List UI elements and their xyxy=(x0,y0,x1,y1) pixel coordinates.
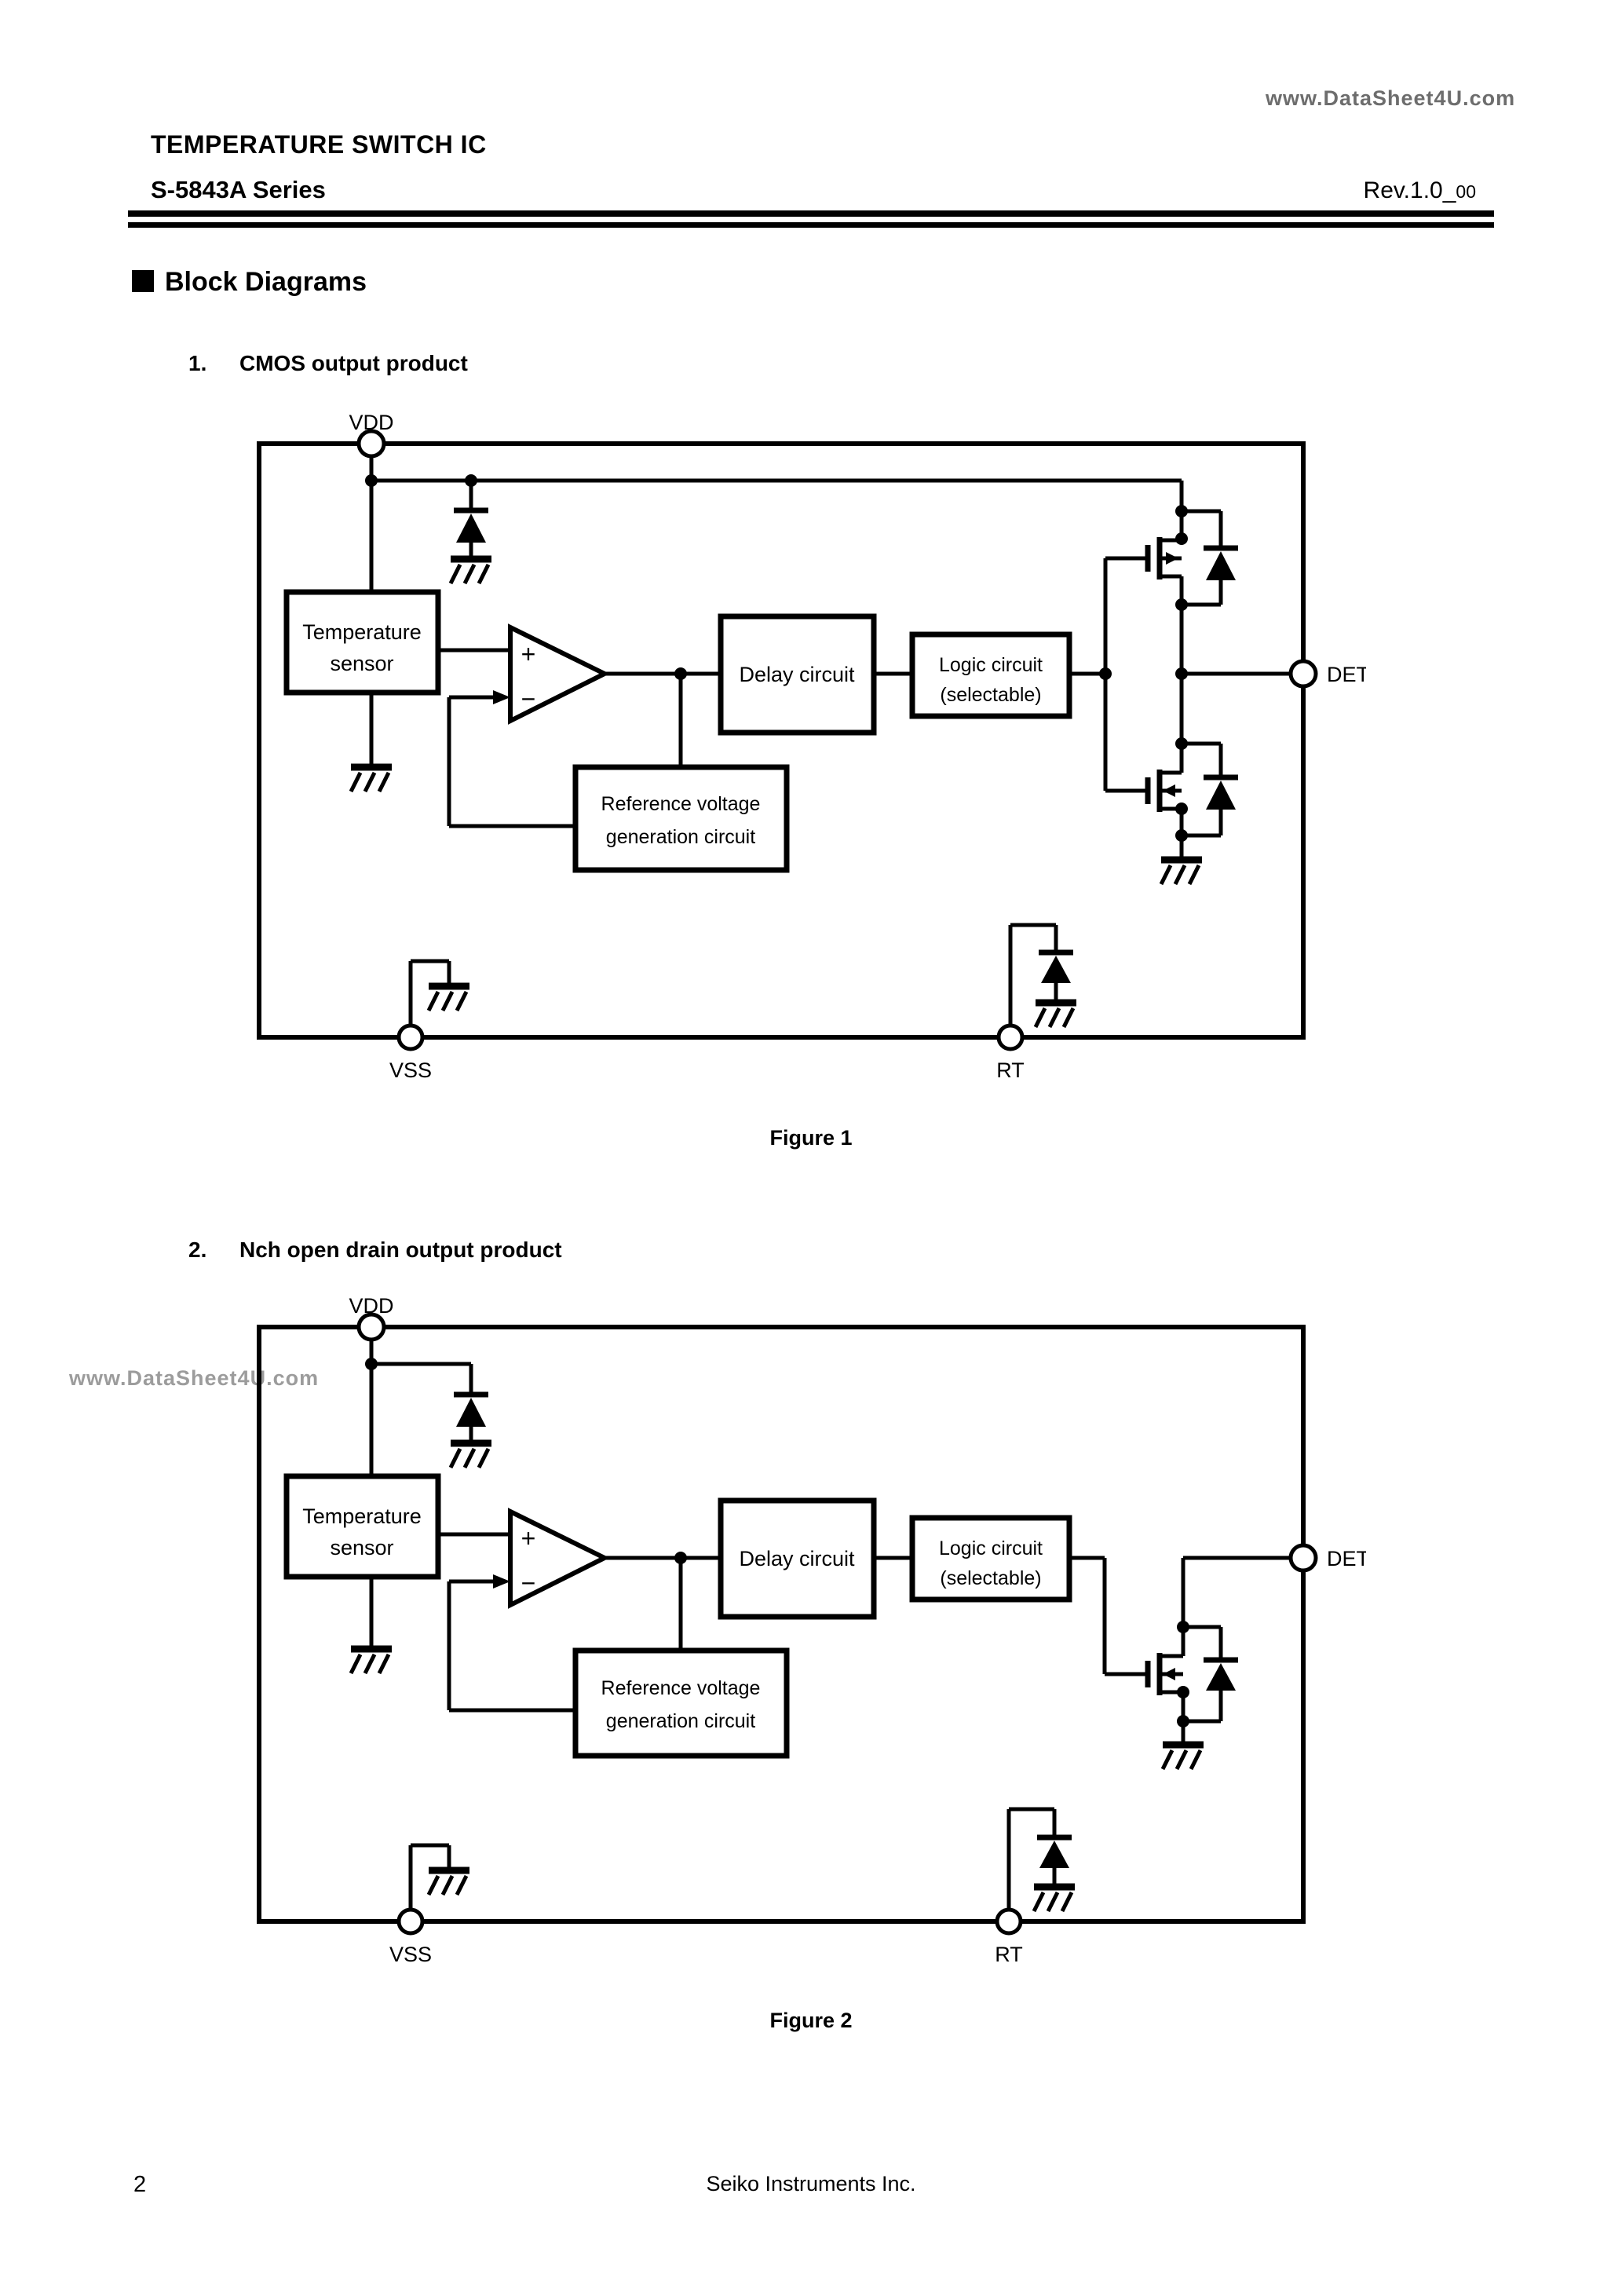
delay-circuit-box: Delay circuit xyxy=(718,613,877,736)
rt-protection-diode xyxy=(1008,923,1076,1029)
pmos-arrow-icon xyxy=(1166,552,1178,565)
comparator-minus-sign: − xyxy=(521,1569,536,1597)
revision-label: Rev.1.0_00 xyxy=(1364,177,1476,204)
junction-dots xyxy=(365,474,1188,842)
comparator: + − xyxy=(493,1508,610,1609)
header-rule-bottom xyxy=(128,222,1494,228)
block-diagrams-heading-text: Block Diagrams xyxy=(165,267,367,297)
vdd-pin: VDD xyxy=(349,411,394,459)
minus-input-arrow-icon xyxy=(493,1574,510,1589)
pmos-transistor xyxy=(1145,537,1182,579)
ground-symbol xyxy=(349,763,392,793)
vdd-pin-label: VDD xyxy=(349,411,393,434)
block-diagrams-heading: Block Diagrams xyxy=(132,267,367,298)
temperature-sensor-label-2: sensor xyxy=(330,652,393,675)
det-pin: DET xyxy=(1288,1543,1366,1573)
det-pin: DET xyxy=(1288,659,1366,689)
header-rule-top xyxy=(128,210,1494,217)
rt-pin-label: RT xyxy=(996,1058,1025,1082)
reference-voltage-box: Reference voltage generation circuit xyxy=(572,764,790,873)
nmos-transistor xyxy=(1145,770,1184,860)
vss-pin: VSS xyxy=(389,1023,432,1082)
nmos-body-diode xyxy=(1182,741,1238,838)
temperature-sensor-label-1: Temperature xyxy=(302,620,422,644)
ground-symbol xyxy=(349,1645,392,1675)
pmos-body-diode xyxy=(1182,509,1238,607)
nmos-arrow-icon xyxy=(1163,1668,1175,1680)
ground-symbol xyxy=(448,1439,491,1469)
vdd-pin-label: VDD xyxy=(349,1294,393,1318)
page-number: 2 xyxy=(133,2172,147,2197)
nmos-body-diode xyxy=(1183,1625,1238,1724)
vss-pin-label: VSS xyxy=(389,1058,432,1082)
delay-circuit-label: Delay circuit xyxy=(739,663,855,686)
figure1-block-diagram: Temperature sensor + − Delay circuit Log… xyxy=(257,411,1366,1082)
ground-symbol xyxy=(1160,1741,1204,1771)
figure2-caption: Figure 2 xyxy=(769,2009,853,2032)
det-pin-label: DET xyxy=(1327,663,1366,686)
vss-pin-label: VSS xyxy=(389,1943,432,1966)
nmos-transistor xyxy=(1145,1653,1185,1745)
section-2-title: Nch open drain output product xyxy=(239,1238,562,1262)
logic-circuit-box: Logic circuit (selectable) xyxy=(909,631,1072,719)
junction-dots xyxy=(365,1358,1189,1727)
ground-symbol xyxy=(1159,856,1202,886)
rt-pin: RT xyxy=(995,1907,1023,1966)
det-pin-label: DET xyxy=(1327,1547,1366,1570)
section-1-title: CMOS output product xyxy=(239,351,468,375)
temperature-sensor-label-1: Temperature xyxy=(302,1504,422,1528)
ic-outline-box xyxy=(257,441,1306,1040)
reference-voltage-label-1: Reference voltage xyxy=(601,1677,761,1699)
comparator-plus-sign: + xyxy=(521,640,536,668)
square-bullet-icon xyxy=(132,270,154,292)
vdd-pin: VDD xyxy=(349,1294,394,1342)
delay-circuit-box: Delay circuit xyxy=(718,1497,877,1620)
comparator: + − xyxy=(493,623,610,725)
rt-pin: RT xyxy=(996,1023,1025,1082)
ic-outline-box xyxy=(257,1325,1306,1924)
comparator-minus-sign: − xyxy=(521,685,536,713)
reference-voltage-label-1: Reference voltage xyxy=(601,793,761,815)
figure1-caption: Figure 1 xyxy=(769,1126,853,1150)
ground-symbol xyxy=(448,555,491,585)
footer-company: Seiko Instruments Inc. xyxy=(706,2172,916,2195)
series-title: S-5843A Series xyxy=(151,176,326,203)
vss-pin: VSS xyxy=(389,1907,432,1966)
reference-voltage-label-2: generation circuit xyxy=(606,826,755,848)
delay-circuit-label: Delay circuit xyxy=(739,1547,855,1570)
revision-suffix: 00 xyxy=(1456,181,1476,202)
document-title: TEMPERATURE SWITCH IC xyxy=(151,130,487,159)
reference-voltage-label-2: generation circuit xyxy=(606,1710,755,1732)
watermark-mid-left: www.DataSheet4U.com xyxy=(69,1366,320,1390)
logic-circuit-label-2: (selectable) xyxy=(940,1567,1041,1589)
temperature-sensor-label-2: sensor xyxy=(330,1536,393,1559)
minus-input-arrow-icon xyxy=(493,690,510,704)
revision-main: Rev.1.0_ xyxy=(1363,177,1456,203)
watermark-top-right: www.DataSheet4U.com xyxy=(1266,86,1516,110)
logic-circuit-box: Logic circuit (selectable) xyxy=(909,1515,1072,1603)
reference-voltage-box: Reference voltage generation circuit xyxy=(572,1647,790,1759)
logic-circuit-label-1: Logic circuit xyxy=(939,1537,1043,1559)
temperature-sensor-box: Temperature sensor xyxy=(283,1473,441,1580)
figure2-block-diagram: Temperature sensor + − Delay circuit Log… xyxy=(257,1294,1366,1966)
temperature-sensor-box: Temperature sensor xyxy=(283,589,441,696)
comparator-plus-sign: + xyxy=(521,1524,536,1552)
nmos-arrow-icon xyxy=(1163,784,1175,797)
logic-circuit-label-1: Logic circuit xyxy=(939,654,1043,676)
vss-pin-ground xyxy=(408,1843,469,1910)
vdd-esd-diode xyxy=(454,507,488,543)
wires xyxy=(369,1340,1291,1713)
section-2-number: 2. xyxy=(188,1238,207,1262)
rt-protection-diode xyxy=(1006,1807,1075,1913)
vdd-esd-diode xyxy=(454,1391,488,1427)
vss-pin-ground xyxy=(408,959,469,1026)
logic-circuit-label-2: (selectable) xyxy=(940,684,1041,706)
rt-pin-label: RT xyxy=(995,1943,1023,1966)
section-1-number: 1. xyxy=(188,351,207,375)
